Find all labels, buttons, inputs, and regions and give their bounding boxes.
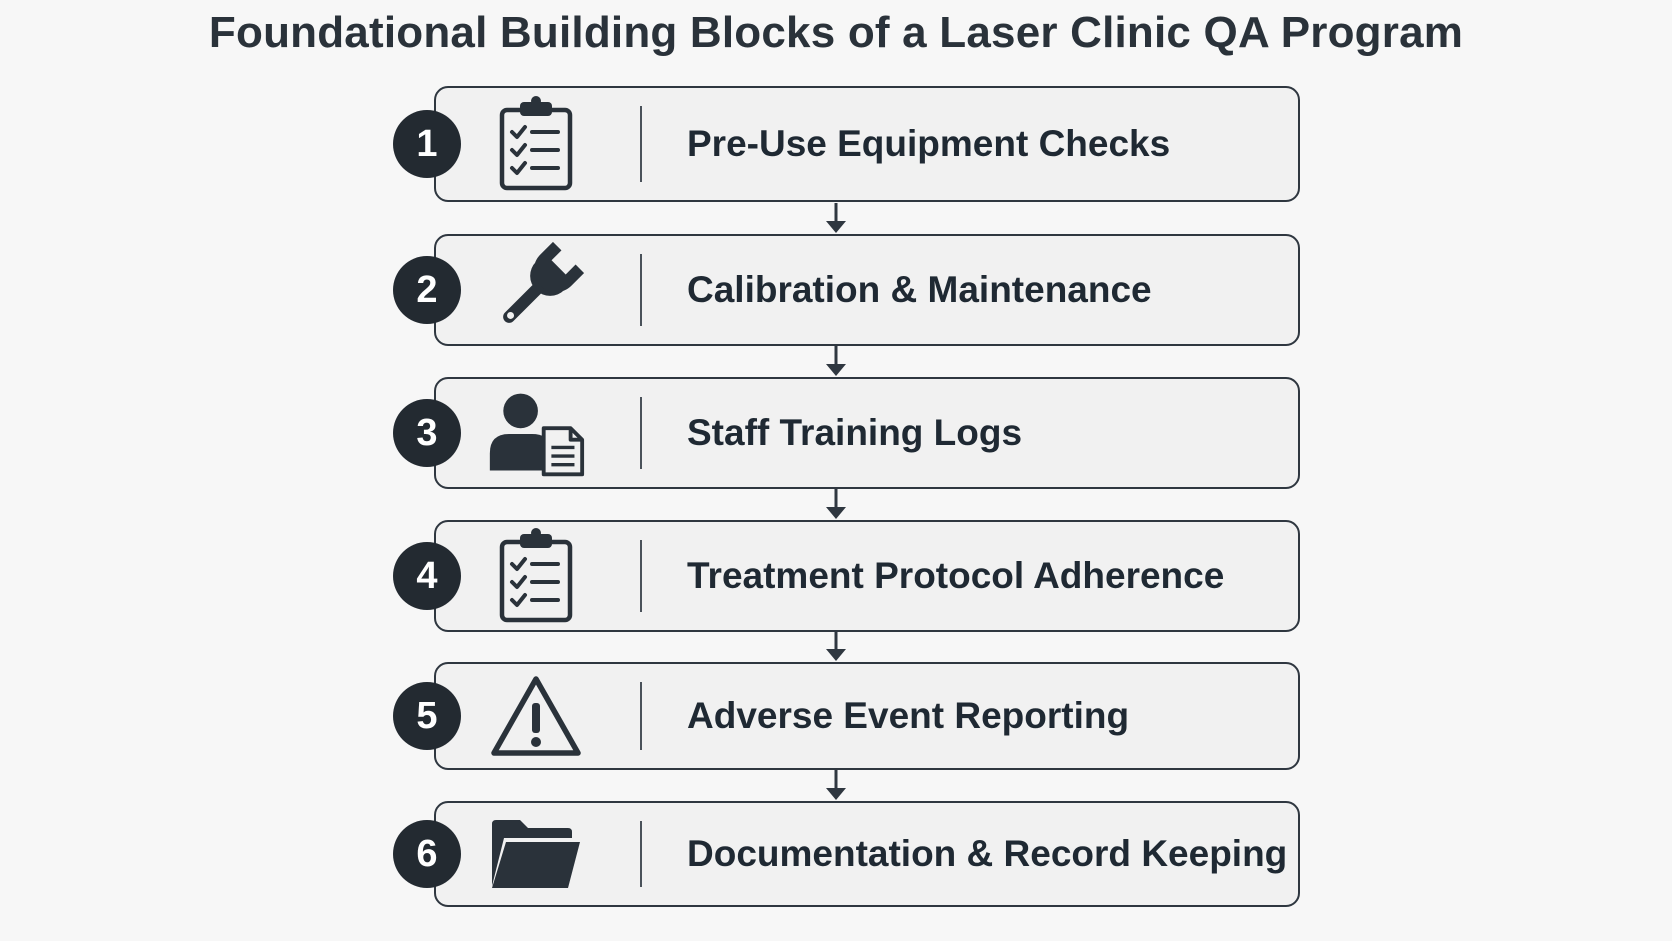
step-number-2: 2 <box>393 256 461 324</box>
step-divider <box>640 821 642 887</box>
step-divider <box>640 106 642 182</box>
step-divider <box>640 397 642 469</box>
step-label-6: Documentation & Record Keeping <box>687 833 1288 874</box>
wrench-icon <box>486 240 586 340</box>
arrow-down-icon <box>826 489 846 519</box>
step-number-6: 6 <box>393 820 461 888</box>
clipboard-checklist-icon <box>486 94 586 194</box>
step-label-3: Staff Training Logs <box>687 412 1023 453</box>
step-divider <box>640 254 642 326</box>
step-label-5: Adverse Event Reporting <box>687 695 1130 736</box>
clipboard-checklist-icon <box>486 526 586 626</box>
diagram-title: Foundational Building Blocks of a Laser … <box>208 8 1464 57</box>
step-label-2: Calibration & Maintenance <box>687 269 1152 310</box>
step-divider <box>640 682 642 750</box>
step-number-3: 3 <box>393 399 461 467</box>
step-number-1: 1 <box>393 110 461 178</box>
warning-triangle-icon <box>486 666 586 766</box>
arrow-down-icon <box>826 770 846 800</box>
folder-icon <box>486 804 586 904</box>
step-box-5: Adverse Event Reporting <box>434 662 1300 770</box>
step-box-6: Documentation & Record Keeping <box>434 801 1300 907</box>
person-document-icon <box>486 383 586 483</box>
step-label-1: Pre-Use Equipment Checks <box>687 123 1171 164</box>
step-number-5: 5 <box>393 682 461 750</box>
step-divider <box>640 540 642 612</box>
step-box-3: Staff Training Logs <box>434 377 1300 489</box>
arrow-down-icon <box>826 346 846 376</box>
step-label-4: Treatment Protocol Adherence <box>687 555 1225 596</box>
step-number-4: 4 <box>393 542 461 610</box>
step-box-2: Calibration & Maintenance <box>434 234 1300 346</box>
arrow-down-icon <box>826 203 846 233</box>
step-box-1: Pre-Use Equipment Checks <box>434 86 1300 202</box>
arrow-down-icon <box>826 631 846 661</box>
step-box-4: Treatment Protocol Adherence <box>434 520 1300 632</box>
